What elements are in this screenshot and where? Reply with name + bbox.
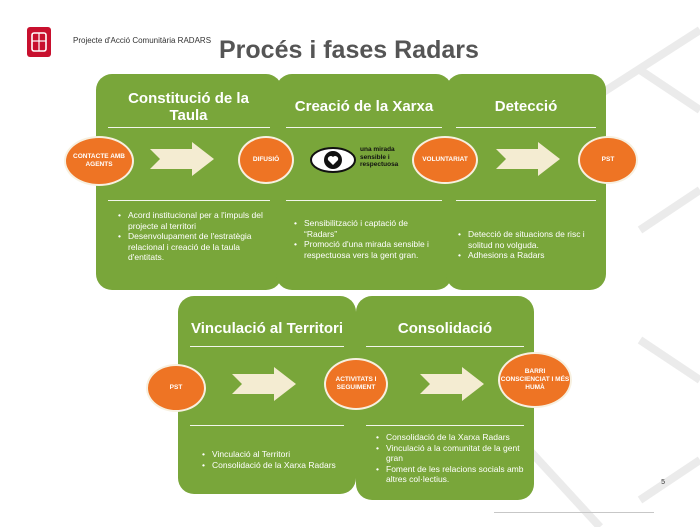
divider — [190, 425, 344, 426]
panel-title-constitucio: Constitució de la Taula — [128, 90, 249, 124]
shield-icon — [31, 32, 47, 52]
list-item: Desenvolupament de l'estratègia relacion… — [118, 231, 268, 263]
bullet-list-constitucio: Acord institucional per a l'impuls del p… — [118, 210, 268, 263]
divider — [190, 346, 344, 347]
panel-title-consolidacio: Consolidació — [397, 320, 493, 337]
divider — [366, 346, 524, 347]
eye-heart-icon — [310, 147, 356, 173]
list-item: Foment de les relacions socials amb altr… — [376, 464, 528, 485]
divider — [366, 425, 524, 426]
page-title: Procés i fases Radars — [219, 36, 479, 64]
circle-activitats: ACTIVITATS I SEGUIMENT — [324, 358, 388, 410]
circle-contacte: CONTACTE AMB AGENTS — [64, 136, 134, 186]
project-subtitle: Projecte d'Acció Comunitària RADARS — [73, 36, 212, 45]
circle-pst-bottom: PST — [146, 364, 206, 412]
center-graphic-text: una mirada sensible i respectuosa — [360, 146, 399, 168]
list-item: Sensibilització i captació de “Radars” — [294, 218, 439, 239]
arrow-right-icon — [496, 142, 560, 176]
circle-voluntariat: VOLUNTARIAT — [412, 136, 478, 184]
circle-pst-top: PST — [578, 136, 638, 184]
bullet-list-vinculacio: Vinculació al Territori Consolidació de … — [202, 449, 347, 470]
divider — [108, 200, 270, 201]
logo — [27, 27, 51, 57]
divider — [108, 127, 270, 128]
list-item: Detecció de situacions de risc i solitud… — [458, 229, 600, 250]
page-number: 5 — [661, 479, 665, 486]
circle-barri: BARRI CONSCIENCIAT I MÉS HUMÀ — [498, 352, 572, 408]
divider — [456, 127, 596, 128]
bullet-list-deteccio: Detecció de situacions de risc i solitud… — [458, 229, 600, 261]
divider — [456, 200, 596, 201]
bullet-list-creacio: Sensibilització i captació de “Radars” P… — [294, 218, 439, 260]
panel-title-vinculacio: Vinculació al Territori — [191, 320, 343, 337]
list-item: Vinculació a la comunitat de la gent gra… — [376, 443, 528, 464]
list-item: Consolidació de la Xarxa Radars — [202, 460, 347, 471]
list-item: Promoció d'una mirada sensible i respect… — [294, 239, 439, 260]
list-item: Vinculació al Territori — [202, 449, 347, 460]
panel-title-deteccio: Detecció — [494, 98, 558, 115]
circle-difusio: DIFUSIÓ — [238, 136, 294, 184]
arrow-right-icon — [232, 367, 296, 401]
arrow-right-icon — [150, 142, 214, 176]
divider — [286, 200, 442, 201]
footer-divider — [494, 512, 654, 513]
bullet-list-consolidacio: Consolidació de la Xarxa Radars Vinculac… — [376, 432, 528, 485]
list-item: Consolidació de la Xarxa Radars — [376, 432, 528, 443]
list-item: Adhesions a Radars — [458, 250, 600, 261]
divider — [286, 127, 442, 128]
list-item: Acord institucional per a l'impuls del p… — [118, 210, 268, 231]
arrow-right-icon — [420, 367, 484, 401]
panel-title-creacio: Creació de la Xarxa — [294, 98, 434, 115]
